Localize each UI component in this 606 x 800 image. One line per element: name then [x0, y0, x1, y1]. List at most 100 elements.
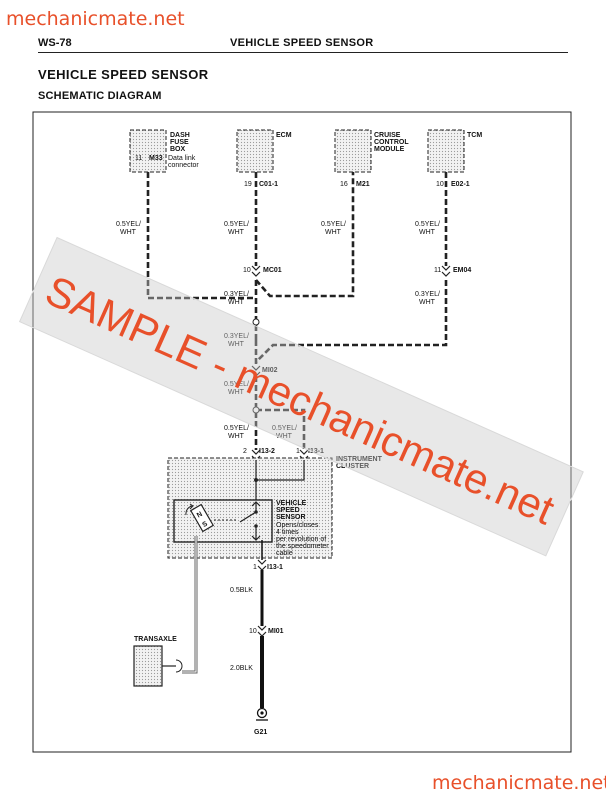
sensor-magnet: N S	[189, 503, 215, 533]
sensor-label-2: SPEED	[276, 507, 300, 514]
i13-1-bottom-label: I13-1	[267, 564, 283, 571]
sensor-desc-1: Opens/closes	[276, 522, 319, 529]
wire-label-cl-left-1: 0.5YEL/	[224, 425, 249, 432]
wire-label-ecm-1: 0.5YEL/	[224, 221, 249, 228]
cruise-label-1: CRUISE	[374, 132, 401, 139]
tcm-label: TCM	[467, 132, 482, 139]
wire-label-ecm-2: WHT	[228, 229, 245, 236]
em04-label: EM04	[453, 267, 471, 274]
connector-mc01-symbol	[251, 265, 261, 277]
sensor-label-1: VEHICLE	[276, 500, 307, 507]
wire-label-tcm-1: 0.5YEL/	[415, 221, 440, 228]
cluster-internal-wire	[255, 460, 305, 481]
watermark-site-top: mechanicmate.net	[6, 8, 185, 30]
diagram-subtitle: SCHEMATIC DIAGRAM	[38, 90, 162, 102]
ground-circuit: G21	[254, 540, 268, 736]
vehicle-speed-sensor: N S VEHICLE SPEED SENSOR Opens/closes 4 …	[173, 499, 329, 557]
dash-fuse-box-connector: M33	[149, 155, 163, 162]
diagram-frame	[32, 111, 572, 753]
wire-label-cruise-2: WHT	[325, 229, 342, 236]
transaxle-rotation-icon	[175, 659, 183, 673]
ground-label: G21	[254, 729, 267, 736]
dash-fuse-box-note-2: connector	[168, 162, 199, 169]
ecm-pin: 19	[244, 181, 252, 188]
wire-label-ecm-03-2: WHT	[228, 299, 245, 306]
wire-label-mid-03-2: WHT	[228, 341, 245, 348]
wire-label-mid-05-2: WHT	[228, 389, 245, 396]
cluster-label-1: INSTRUMENT	[336, 456, 383, 463]
page-code: WS-78	[38, 37, 72, 49]
mi01-label: MI01	[268, 628, 284, 635]
cruise-label-3: MODULE	[374, 146, 405, 153]
dash-fuse-box-note-1: Data link	[168, 155, 196, 162]
cruise-label-2: CONTROL	[374, 139, 409, 146]
sensor-desc-3: per revolution of	[276, 536, 326, 543]
wire-label-cl-right-1: 0.5YEL/	[272, 425, 297, 432]
wire-dash-fuse-box	[146, 172, 256, 300]
i13-1-bottom-pin: 1	[253, 564, 257, 571]
header-section-title: VEHICLE SPEED SENSOR	[230, 37, 374, 49]
tcm: TCM 10 E02-1	[427, 129, 482, 188]
dash-fuse-box: DASH FUSE BOX 11 M33 Data link connector	[129, 129, 199, 173]
watermark-site-bottom: mechanicmate.net	[432, 772, 606, 794]
wire-cluster-right	[256, 408, 306, 450]
mc01-pin: 10	[243, 267, 251, 274]
tcm-pin: 10	[436, 181, 444, 188]
wire-label-cl-right-2: WHT	[276, 433, 293, 440]
ecm-label: ECM	[276, 132, 292, 139]
dash-fuse-box-label-3: BOX	[170, 146, 186, 153]
dash-fuse-box-label-1: DASH	[170, 132, 190, 139]
dash-fuse-box-pin: 11	[135, 155, 142, 162]
wire-label-blk-05: 0.5BLK	[230, 587, 253, 594]
page-title: VEHICLE SPEED SENSOR	[38, 67, 209, 82]
mi02-label: MI02	[262, 367, 278, 374]
wire-label-dash-2: WHT	[120, 229, 137, 236]
i13-2-label: I13-2	[259, 448, 275, 455]
ecm-connector: C01-1	[259, 181, 278, 188]
connector-mi02-symbol	[251, 365, 261, 377]
wire-label-tcm-03-2: WHT	[419, 299, 436, 306]
sensor-label-3: SENSOR	[276, 514, 306, 521]
connector-labels: 10 MC01 11 EM04 MI02 2 I13-2 1 I13-1 1 I…	[243, 267, 471, 635]
transaxle: TRANSAXLE	[133, 636, 183, 687]
wire-label-tcm-2: WHT	[419, 229, 436, 236]
i13-1-label: I13-1	[308, 448, 324, 455]
i13-2-pin: 2	[243, 448, 247, 455]
header-divider	[38, 52, 568, 53]
rotation-arrow-icon	[185, 505, 193, 516]
i13-1-pin: 1	[296, 448, 300, 455]
wire-label-dash-1: 0.5YEL/	[116, 221, 141, 228]
sensor-desc-4: the speedometer	[276, 543, 329, 550]
sensor-desc-5: cable	[276, 550, 293, 557]
mi01-pin: 10	[249, 628, 257, 635]
cruise-pin: 16	[340, 181, 348, 188]
wire-label-tcm-03-1: 0.3YEL/	[415, 291, 440, 298]
dash-fuse-box-label-2: FUSE	[170, 139, 189, 146]
tcm-connector: E02-1	[451, 181, 470, 188]
cruise-connector: M21	[356, 181, 370, 188]
transaxle-label: TRANSAXLE	[134, 636, 177, 643]
wire-label-mid-05-1: 0.5YEL/	[224, 381, 249, 388]
sensor-out-arrow	[251, 526, 261, 541]
cruise-control-module: CRUISE CONTROL MODULE 16 M21	[334, 129, 409, 188]
cluster-label-2: CLUSTER	[336, 463, 369, 470]
wire-label-mid-03-1: 0.3YEL/	[224, 333, 249, 340]
wire-labels: 0.5YEL/ WHT 0.5YEL/ WHT 0.5YEL/ WHT 0.5Y…	[116, 221, 440, 672]
wire-tcm-lower	[255, 280, 448, 363]
splice-2	[252, 406, 260, 414]
connector-i13-1-bottom-symbol	[257, 559, 267, 571]
sensor-desc-2: 4 times	[276, 529, 299, 536]
wire-label-ecm-03-1: 0.3YEL/	[224, 291, 249, 298]
sensor-magnet-s: S	[201, 520, 209, 529]
wire-label-cruise-1: 0.5YEL/	[321, 221, 346, 228]
wire-yel-wht-group	[146, 172, 448, 450]
sensor-magnet-n: N	[196, 511, 204, 520]
sensor-switch-blade	[239, 511, 257, 523]
wire-label-blk-20: 2.0BLK	[230, 665, 253, 672]
connector-mi01-symbol	[257, 625, 267, 637]
mc01-label: MC01	[263, 267, 282, 274]
ecm: ECM 19 C01-1	[236, 129, 292, 188]
wire-cruise	[255, 172, 355, 298]
wire-label-cl-left-2: WHT	[228, 433, 245, 440]
